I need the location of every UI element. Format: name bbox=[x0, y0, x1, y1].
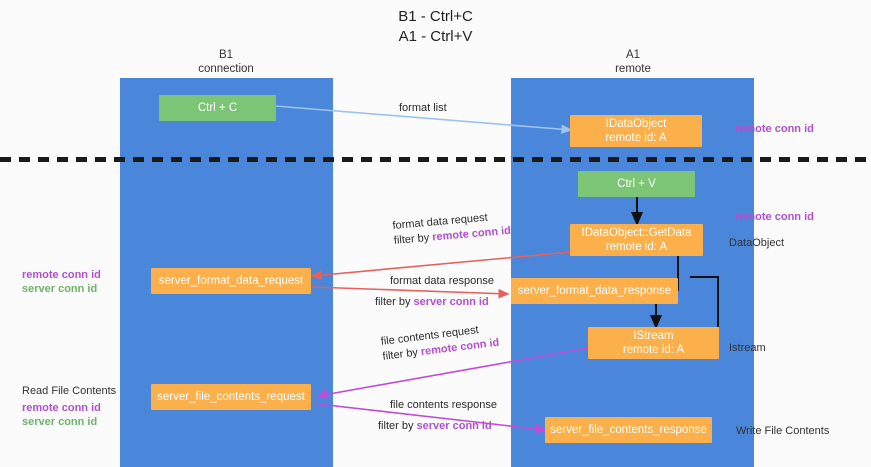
edge-label-format-list: format list bbox=[399, 101, 447, 116]
node-idataobject[interactable]: IDataObject remote id: A bbox=[570, 115, 702, 147]
edge-label-format-data-response-text: format data response bbox=[390, 275, 494, 287]
column-header-b1-name: B1 bbox=[218, 49, 234, 61]
conn-label-mid-right: remote conn id bbox=[735, 210, 814, 224]
column-header-b1-role: connection bbox=[198, 63, 254, 75]
node-ctrl-v-label: Ctrl + V bbox=[617, 178, 656, 190]
node-idataobject-label: IDataObject bbox=[605, 118, 667, 130]
conn-label-bottom-left-server: server conn id bbox=[22, 416, 98, 428]
node-server-format-data-response-label: server_format_data_response bbox=[517, 285, 672, 297]
node-server-format-data-response[interactable]: server_format_data_response bbox=[511, 278, 678, 304]
node-getdata-label: IDataObject::GetData bbox=[581, 227, 692, 239]
node-ctrl-c[interactable]: Ctrl + C bbox=[159, 95, 276, 121]
edge-label-format-data-response: format data response filter by server co… bbox=[375, 274, 494, 310]
node-idataobject-sub: remote id: A bbox=[605, 132, 667, 144]
conn-label-mid-left: remote conn id server conn id bbox=[22, 268, 101, 296]
side-label-istream: Istream bbox=[729, 342, 766, 354]
title-line-1: B1 - Ctrl+C bbox=[398, 8, 473, 25]
node-istream-label: IStream bbox=[633, 330, 674, 342]
node-server-format-data-request-label: server_format_data_request bbox=[158, 275, 304, 287]
conn-label-bottom-left-remote: remote conn id bbox=[22, 402, 101, 414]
node-getdata-sub: remote id: A bbox=[605, 241, 668, 253]
column-header-b1: B1 connection bbox=[156, 48, 296, 76]
node-server-file-contents-response-label: server_file_contents_response bbox=[550, 424, 707, 436]
title-line-2: A1 - Ctrl+V bbox=[398, 28, 473, 45]
conn-label-mid-left-remote: remote conn id bbox=[22, 269, 101, 281]
edge-label-file-contents-response-text: file contents response bbox=[390, 399, 498, 411]
node-server-file-contents-request[interactable]: server_file_contents_request bbox=[151, 384, 311, 410]
edge-label-file-contents-response: file contents response filter by server … bbox=[378, 398, 498, 434]
side-label-read-file-contents: Read File Contents bbox=[22, 385, 117, 397]
filter-key-server-conn-id-2: server conn id bbox=[416, 420, 492, 432]
node-ctrl-c-label: Ctrl + C bbox=[197, 102, 238, 114]
conn-label-mid-right-remote: remote conn id bbox=[735, 211, 814, 223]
node-istream[interactable]: IStream remote id: A bbox=[588, 327, 719, 359]
column-header-a1-name: A1 bbox=[625, 49, 641, 61]
conn-label-top-right: remote conn id bbox=[735, 122, 814, 136]
edge-label-format-list-text: format list bbox=[399, 102, 447, 114]
conn-label-bottom-left: remote conn id server conn id bbox=[22, 401, 101, 429]
section-divider bbox=[0, 157, 871, 162]
node-server-format-data-request[interactable]: server_format_data_request bbox=[151, 268, 311, 294]
node-idataobject-getdata[interactable]: IDataObject::GetData remote id: A bbox=[570, 224, 703, 256]
node-server-file-contents-request-label: server_file_contents_request bbox=[157, 391, 305, 403]
column-header-a1-role: remote bbox=[615, 63, 651, 75]
conn-label-top-right-remote: remote conn id bbox=[735, 123, 814, 135]
column-header-a1: A1 remote bbox=[563, 48, 703, 76]
node-ctrl-v[interactable]: Ctrl + V bbox=[578, 171, 695, 197]
edge-label-file-contents-request: file contents request filter by remote c… bbox=[380, 321, 500, 365]
node-istream-sub: remote id: A bbox=[622, 344, 685, 356]
page-title: B1 - Ctrl+C A1 - Ctrl+V bbox=[0, 7, 871, 47]
side-label-write-file-contents: Write File Contents bbox=[736, 425, 830, 437]
edge-label-file-contents-response-filter: filter by server conn id bbox=[378, 420, 492, 432]
edge-label-format-data-request: format data request filter by remote con… bbox=[392, 209, 512, 249]
conn-label-mid-left-server: server conn id bbox=[22, 283, 98, 295]
side-label-dataobject: DataObject bbox=[729, 237, 785, 249]
filter-key-server-conn-id: server conn id bbox=[413, 296, 489, 308]
edge-label-format-data-response-filter: filter by server conn id bbox=[375, 296, 489, 308]
node-server-file-contents-response[interactable]: server_file_contents_response bbox=[545, 417, 712, 443]
